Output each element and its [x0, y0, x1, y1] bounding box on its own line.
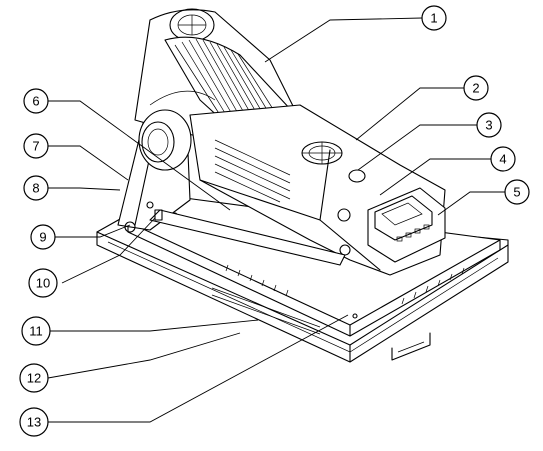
control-panel — [367, 187, 446, 263]
callout-10: 10 — [28, 268, 58, 298]
callout-4: 4 — [490, 146, 516, 172]
callout-label-2: 2 — [472, 81, 479, 96]
callout-8: 8 — [23, 175, 49, 201]
callout-label-10: 10 — [36, 276, 50, 291]
callout-label-3: 3 — [485, 118, 492, 133]
callout-11: 11 — [21, 316, 51, 346]
knob-icon — [348, 169, 366, 183]
callout-label-12: 12 — [27, 371, 41, 386]
callout-5: 5 — [504, 179, 530, 205]
callout-label-4: 4 — [499, 152, 506, 167]
callout-label-1: 1 — [430, 11, 437, 26]
lower-arm — [149, 209, 346, 266]
callout-label-5: 5 — [513, 185, 520, 200]
leader-lines — [47, 17, 505, 423]
round-button-icon — [337, 208, 351, 222]
callout-label-13: 13 — [27, 415, 41, 430]
callout-3: 3 — [476, 112, 502, 138]
drawer-handle — [391, 332, 431, 361]
pivot-hub — [138, 90, 216, 171]
callout-2: 2 — [463, 75, 489, 101]
callout-7: 7 — [23, 133, 49, 159]
callout-label-8: 8 — [32, 181, 39, 196]
callout-label-7: 7 — [32, 139, 39, 154]
callout-label-9: 9 — [39, 230, 46, 245]
callout-label-6: 6 — [32, 94, 39, 109]
callout-12: 12 — [19, 363, 49, 393]
callout-1: 1 — [421, 5, 447, 31]
callout-13: 13 — [19, 407, 49, 437]
callout-label-11: 11 — [29, 324, 43, 339]
callout-9: 9 — [30, 224, 56, 250]
callout-6: 6 — [23, 88, 49, 114]
